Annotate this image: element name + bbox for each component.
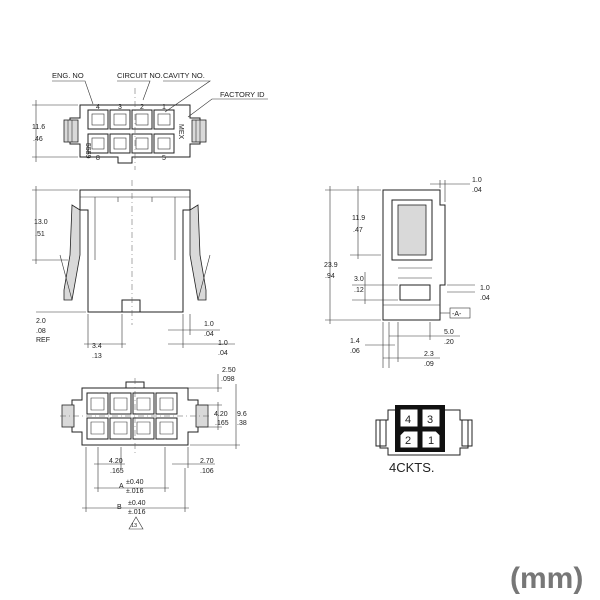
front-view: 13.0 .51 2.0 .08 REF 3.4 .13 1.0 .04 1.0… xyxy=(32,180,235,360)
dim-2-70-in: .106 xyxy=(200,468,214,475)
ref-label: REF xyxy=(36,337,50,344)
front-right-latch xyxy=(189,204,207,301)
dim-11-9: 11.9 xyxy=(352,215,365,222)
note-triangle-num: 13 xyxy=(131,523,137,529)
circuit-num-3: 3 xyxy=(118,104,122,111)
side-view: 1.0 .04 11.9 .47 23.9 .94 3.0 .12 1.0 .0… xyxy=(324,177,490,368)
dim-3-0-in: .12 xyxy=(354,287,364,294)
left-latch xyxy=(63,119,79,143)
dim-13-0: 13.0 xyxy=(34,219,48,226)
eng-no-label: ENG. NO xyxy=(52,71,84,80)
circuit-num-5: 5 xyxy=(162,155,166,162)
factory-id-leader xyxy=(187,98,268,118)
top-view: ENG. NO CIRCUIT NO. CAVITY NO. FACTORY I… xyxy=(32,71,268,170)
dim-11-6: 11.6 xyxy=(32,124,45,131)
right-latch xyxy=(191,119,207,143)
dim-2-70: 2.70 xyxy=(200,458,214,465)
side-view-body xyxy=(382,189,446,321)
side-window xyxy=(397,204,427,256)
dim-A: A xyxy=(119,483,124,490)
dim-1-0-a-in: .04 xyxy=(204,331,214,338)
dim-2-3-in: .09 xyxy=(424,361,434,368)
dim-1-0-b: 1.0 xyxy=(218,340,228,347)
cavity-no-label: CAVITY NO. xyxy=(163,71,205,80)
datum-a: -A- xyxy=(452,311,462,318)
dim-1-0-b-in: .04 xyxy=(218,350,228,357)
dim-1-0-top: 1.0 xyxy=(472,177,482,184)
dim-2-50-in: .098 xyxy=(221,376,235,383)
circuit-no-label: CIRCUIT NO. xyxy=(117,71,163,80)
ckts-num-4: 4 xyxy=(405,414,411,426)
front-left-latch xyxy=(63,204,81,301)
dim-5-0: 5.0 xyxy=(444,329,454,336)
factory-id-label: FACTORY ID xyxy=(220,90,265,99)
dim-5-0-in: .20 xyxy=(444,339,454,346)
dim-4-20-h-in: .165 xyxy=(110,468,124,475)
dim-4-20-v-in: .165 xyxy=(215,420,229,427)
ckts-num-1: 1 xyxy=(428,435,434,447)
top-cavities xyxy=(87,109,175,154)
ckts-num-2: 2 xyxy=(405,435,411,447)
eng-no-leader xyxy=(52,80,94,105)
dim-2-0-in: .08 xyxy=(36,328,46,335)
dim-2-50: 2.50 xyxy=(222,367,236,374)
dim-1-0-a: 1.0 xyxy=(204,321,214,328)
dim-1-0-top-in: .04 xyxy=(472,187,482,194)
dim-9-6-in: .38 xyxy=(237,420,247,427)
cavity-no-leader xyxy=(163,80,211,113)
ckts-num-3: 3 xyxy=(427,414,433,426)
dim-11-6-in: .46 xyxy=(33,136,43,143)
eng-code: 5559 xyxy=(84,143,91,159)
bottom-view-body xyxy=(71,387,199,446)
dim-3-4-in: .13 xyxy=(92,353,102,360)
note-triangle-icon xyxy=(128,516,144,530)
dim-11-9-in: .47 xyxy=(353,227,363,234)
bottom-cavities xyxy=(86,392,178,440)
dim-1-4: 1.4 xyxy=(350,338,360,345)
dim-A-tol2: ±.016 xyxy=(126,488,144,495)
dim-9-6: 9.6 xyxy=(237,411,247,418)
dim-1-4-in: .06 xyxy=(350,348,360,355)
circuit-no-leader xyxy=(117,80,151,101)
factory-code: MEX xyxy=(177,124,184,140)
circuit-num-4: 4 xyxy=(96,104,100,111)
front-view-body xyxy=(79,189,191,313)
dim-B: B xyxy=(117,504,122,511)
dim-B-tol2: ±.016 xyxy=(128,509,146,516)
dim-23-9: 23.9 xyxy=(324,262,338,269)
dim-2-0: 2.0 xyxy=(36,318,46,325)
circuit-num-8: 8 xyxy=(96,155,100,162)
dim-B-tol1: ±0.40 xyxy=(128,500,146,507)
dim-2-3: 2.3 xyxy=(424,351,434,358)
dim-23-9-in: .94 xyxy=(325,273,335,280)
dim-3-0: 3.0 xyxy=(354,276,364,283)
unit-label: (mm) xyxy=(510,562,583,595)
dim-1-0-mid-in: .04 xyxy=(480,295,490,302)
ckts-label: 4CKTS. xyxy=(389,460,435,475)
dim-13-0-in: .51 xyxy=(35,231,45,238)
dim-A-tol1: ±0.40 xyxy=(126,479,144,486)
circuit-num-1: 1 xyxy=(162,104,166,111)
bottom-view: 2.50 .098 4.20 .165 9.6 .38 4.20 .165 2.… xyxy=(60,367,247,530)
dim-3-4: 3.4 xyxy=(92,343,102,350)
dim-4-20-h: 4.20 xyxy=(109,458,123,465)
dim-1-0-mid: 1.0 xyxy=(480,285,490,292)
four-ckts-view: 4 3 2 1 4CKTS. xyxy=(375,405,473,475)
dim-4-20-v: 4.20 xyxy=(214,411,228,418)
circuit-num-2: 2 xyxy=(140,104,144,111)
